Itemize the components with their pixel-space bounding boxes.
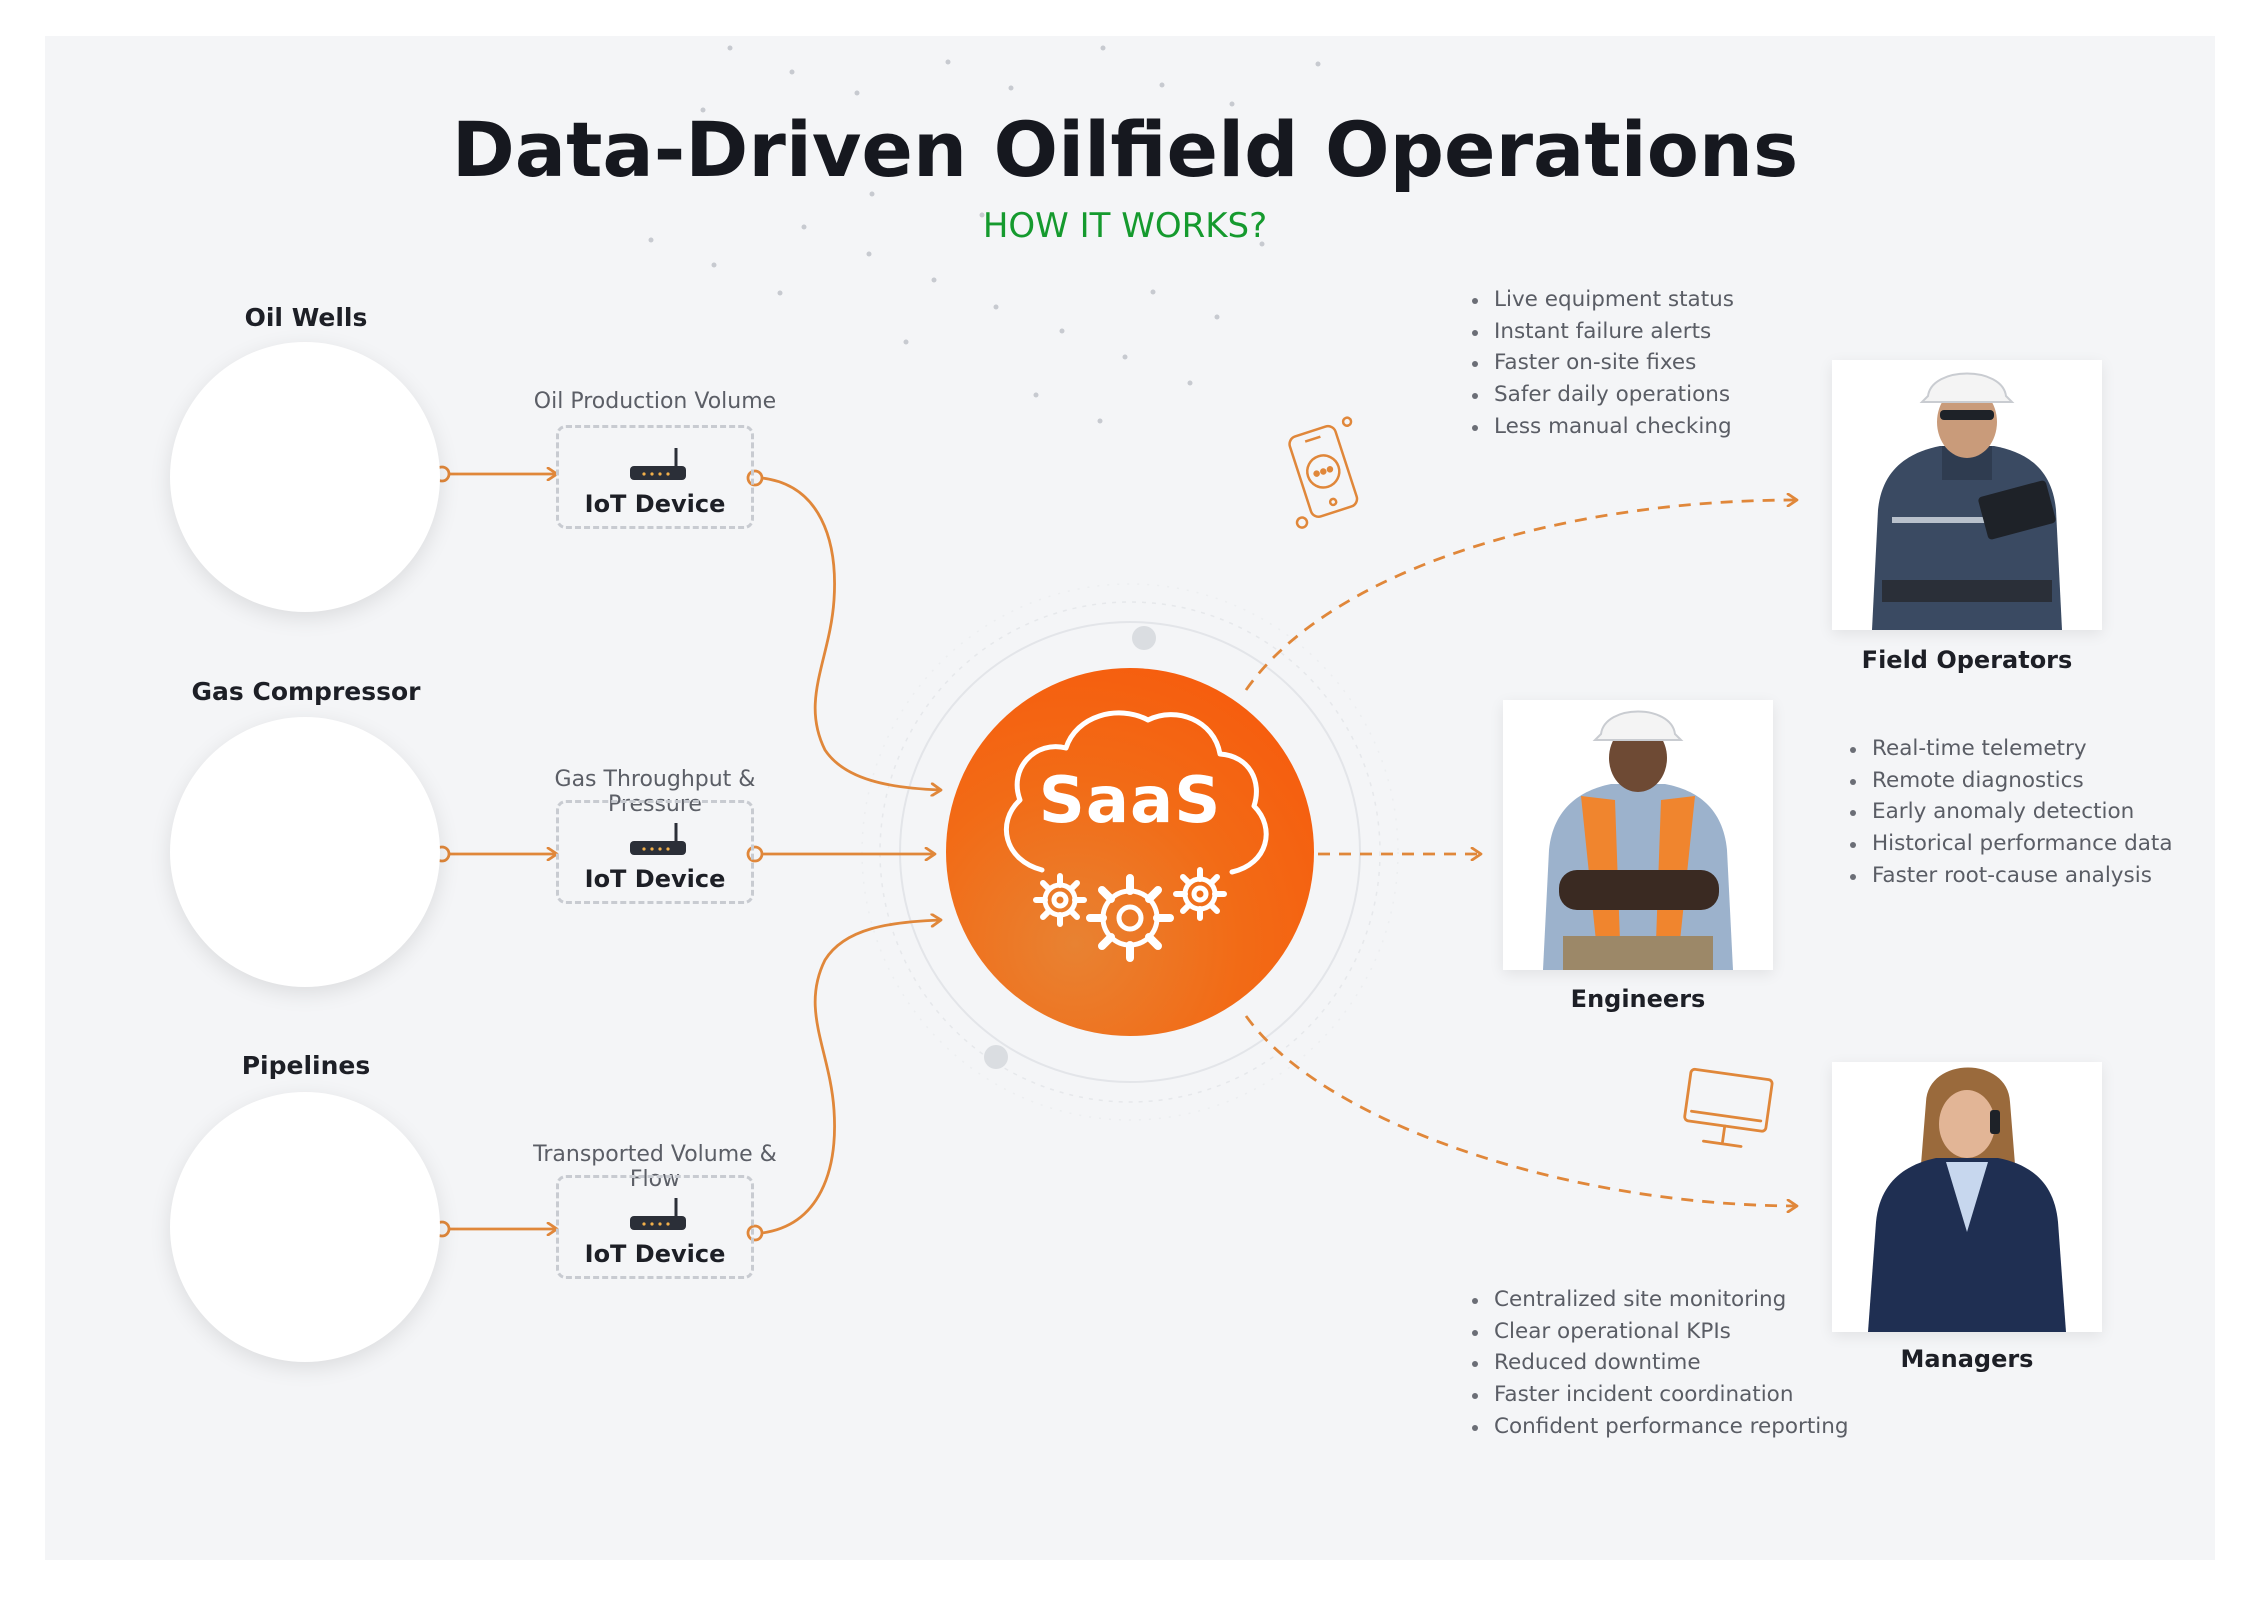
iot-device-gas: IoT Device	[556, 800, 754, 904]
desktop-monitor-icon	[1683, 1067, 1774, 1148]
metric-label-pipelines: Transported Volume & Flow	[533, 1142, 777, 1192]
decorative-dots	[648, 45, 1321, 424]
page-title: Data-Driven Oilfield Operations	[451, 105, 1799, 194]
iot-device-oil: IoT Device	[556, 425, 754, 529]
page-subtitle: HOW IT WORKS?	[982, 206, 1268, 246]
field-operator-figure	[1872, 372, 2062, 630]
decorative-dot	[1132, 626, 1156, 650]
connector-hub-to-field-operators	[1244, 500, 1796, 691]
engineer-photo	[1503, 700, 1773, 970]
role-label-field-operators: Field Operators	[1861, 646, 2073, 674]
field-operator-photo	[1832, 360, 2102, 630]
benefit-item: Faster incident coordination	[1468, 1379, 1849, 1411]
role-label-engineers: Engineers	[1570, 985, 1706, 1013]
benefit-item: Centralized site monitoring	[1468, 1284, 1849, 1316]
benefit-item: Faster root-cause analysis	[1846, 860, 2173, 892]
connector-oil-iot-to-hub	[761, 476, 940, 790]
source-label-pipelines: Pipelines	[241, 1051, 371, 1080]
benefit-item: Live equipment status	[1468, 284, 1734, 316]
benefit-item: Less manual checking	[1468, 411, 1734, 443]
metric-label-oil: Oil Production Volume	[533, 389, 777, 414]
iot-device-label: IoT Device	[584, 1240, 726, 1268]
managers-benefits: Centralized site monitoring Clear operat…	[1468, 1284, 1849, 1443]
hub-to-role-connectors	[1244, 500, 1796, 1206]
benefit-item: Confident performance reporting	[1468, 1411, 1849, 1443]
iot-device-pipelines: IoT Device	[556, 1175, 754, 1279]
source-circle-oil-wells	[170, 342, 440, 612]
router-icon	[630, 1198, 686, 1230]
router-icon	[630, 448, 686, 480]
manager-photo	[1832, 1062, 2102, 1332]
hub-rings	[861, 583, 1399, 1121]
benefit-item: Early anomaly detection	[1846, 796, 2173, 828]
benefit-item: Clear operational KPIs	[1468, 1316, 1849, 1348]
benefit-item: Remote diagnostics	[1846, 765, 2173, 797]
iot-device-label: IoT Device	[584, 865, 726, 893]
mobile-chat-icon	[1288, 416, 1359, 529]
engineers-benefits: Real-time telemetry Remote diagnostics E…	[1846, 733, 2173, 892]
manager-figure	[1868, 1067, 2066, 1332]
saas-hub: SaaS	[946, 668, 1314, 1036]
iot-device-label: IoT Device	[584, 490, 726, 518]
source-label-oil-wells: Oil Wells	[244, 303, 368, 332]
connector-pipe-iot-to-hub	[761, 920, 940, 1235]
source-circle-gas-compressor	[170, 717, 440, 987]
benefit-item: Historical performance data	[1846, 828, 2173, 860]
role-label-managers: Managers	[1900, 1345, 2034, 1373]
source-circle-pipelines	[170, 1092, 440, 1362]
router-icon	[630, 823, 686, 855]
decorative-dot	[984, 1045, 1008, 1069]
benefit-item: Safer daily operations	[1468, 379, 1734, 411]
benefit-item: Instant failure alerts	[1468, 316, 1734, 348]
source-label-gas-compressor: Gas Compressor	[191, 677, 421, 706]
benefit-item: Real-time telemetry	[1846, 733, 2173, 765]
benefit-item: Reduced downtime	[1468, 1347, 1849, 1379]
metric-label-gas: Gas Throughput & Pressure	[554, 767, 756, 817]
benefit-item: Faster on-site fixes	[1468, 347, 1734, 379]
engineer-figure	[1543, 710, 1733, 970]
field-operators-benefits: Live equipment status Instant failure al…	[1468, 284, 1734, 443]
saas-label: SaaS	[1038, 764, 1222, 838]
connector-hub-to-managers	[1244, 1015, 1796, 1206]
